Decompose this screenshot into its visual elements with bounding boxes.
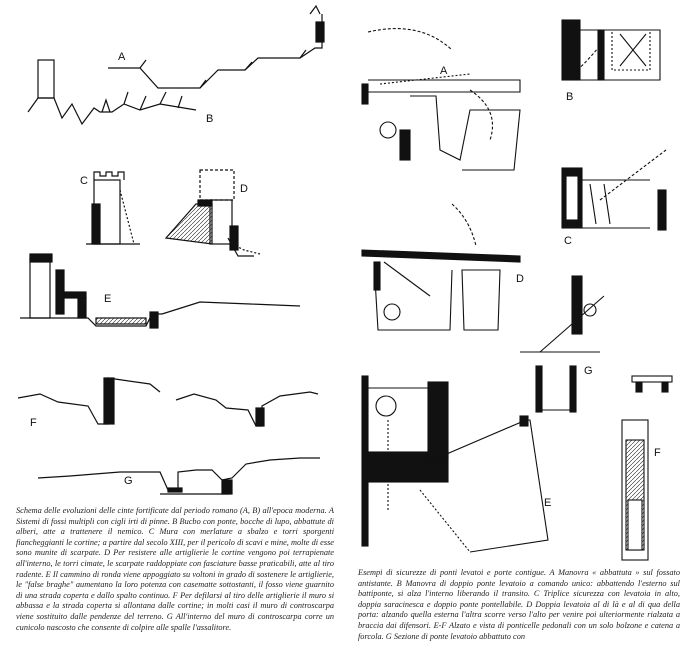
right-label-c: C (564, 235, 572, 247)
left-diagram-c (86, 171, 140, 245)
right-label-d: D (516, 273, 524, 285)
right-diagram-b (561, 19, 661, 81)
left-label-f: F (30, 417, 37, 429)
right-label-e: E (544, 497, 551, 509)
right-label-f: F (654, 447, 661, 459)
caption-drawbridge-security: Esempi di sicurezze di ponti levatoi e p… (358, 568, 680, 641)
left-diagram-e (20, 253, 301, 329)
left-diagram-d (164, 169, 261, 257)
right-label-g: G (584, 365, 593, 377)
left-label-e: E (104, 293, 111, 305)
left-label-a: A (118, 51, 126, 63)
right-diagram-a (361, 28, 521, 171)
right-label-a: A (440, 65, 448, 77)
caption-fortification-evolution: Schema delle evoluzioni delle cinte fort… (16, 506, 334, 632)
right-diagram-f (621, 375, 673, 561)
right-diagram-c (561, 149, 667, 231)
left-diagram-a (108, 4, 325, 89)
left-diagram-g (37, 457, 320, 495)
left-label-d: D (240, 183, 248, 195)
right-diagram-e (361, 375, 549, 553)
right-label-b: B (566, 91, 573, 103)
left-diagram-f (17, 377, 319, 427)
left-label-b: B (206, 113, 213, 125)
left-label-c: C (80, 175, 88, 187)
right-diagram-d (361, 203, 521, 331)
left-diagram-b (27, 59, 197, 126)
right-diagram-g (520, 275, 605, 413)
left-label-g: G (124, 475, 133, 487)
